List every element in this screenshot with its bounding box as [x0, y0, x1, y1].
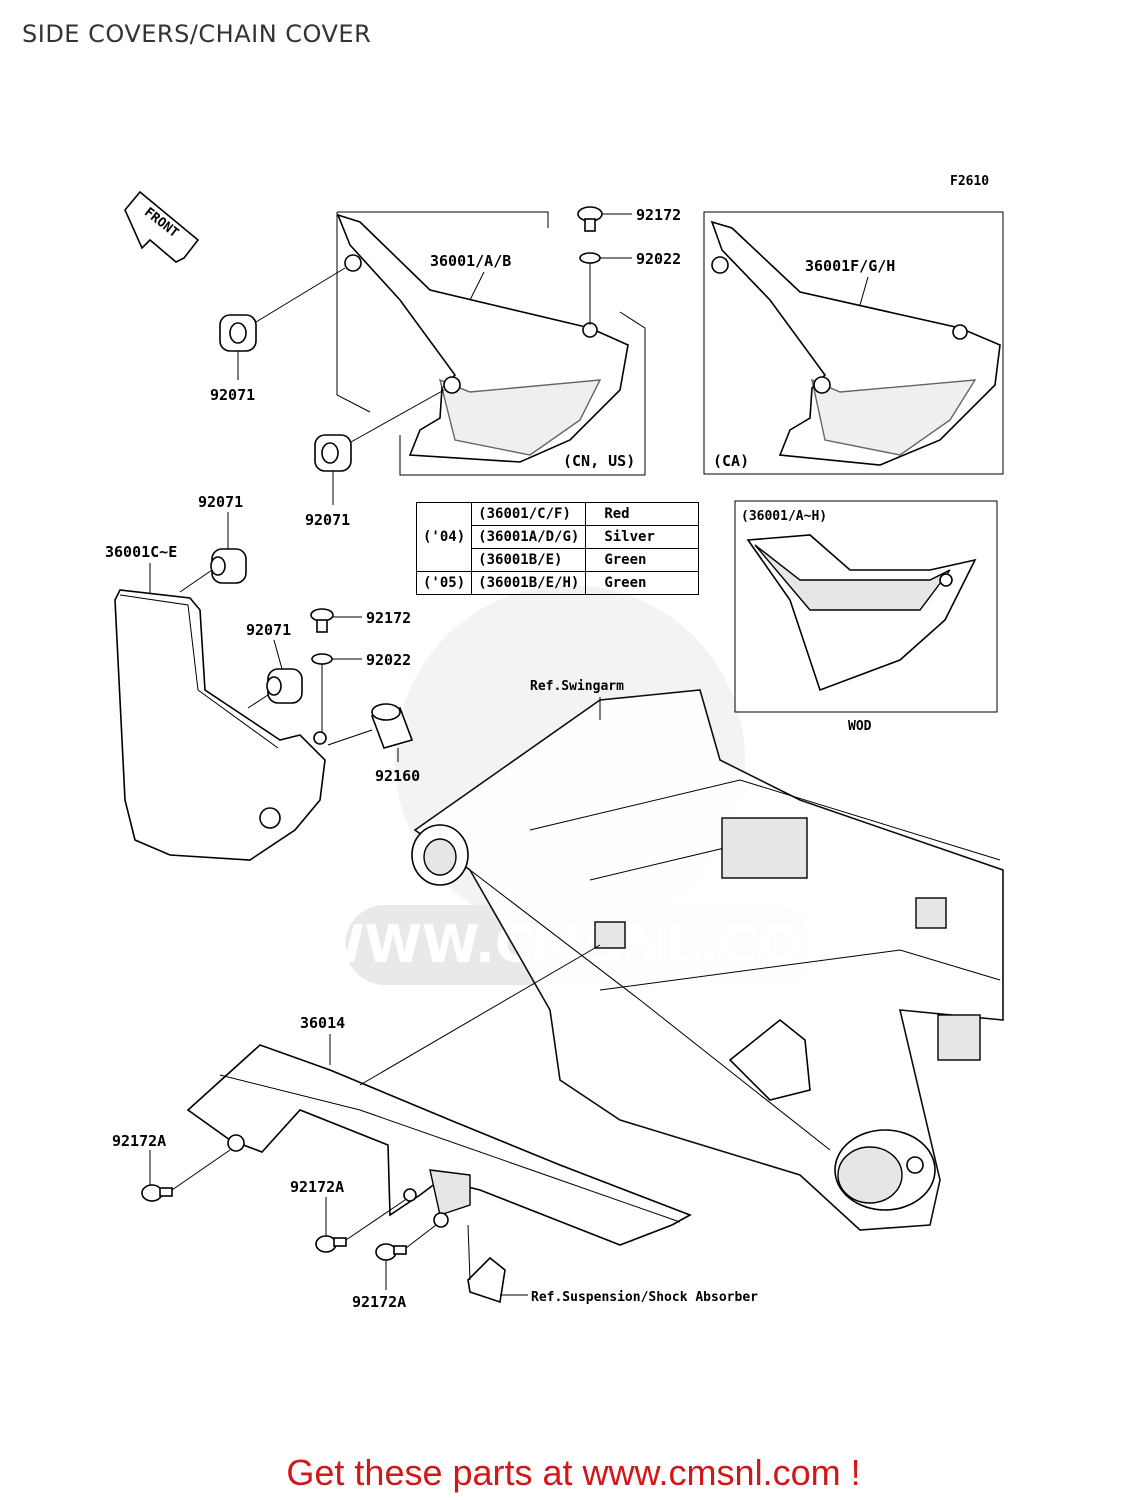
region-ca: (CA)	[713, 452, 749, 470]
side-cover-cn-us: 36001/A/B (CN, US)	[336, 211, 646, 476]
callout-92172-mid: 92172	[366, 609, 411, 627]
callout-92071-d: 92071	[246, 621, 291, 639]
year-05-cell: ('05)	[415, 571, 473, 595]
callout-92022-mid: 92022	[366, 651, 411, 669]
page-title: SIDE COVERS/CHAIN COVER	[22, 20, 372, 48]
chain-cover-36014: 36014	[186, 944, 692, 1246]
callout-92022-top: 92022	[636, 250, 681, 268]
part-cell: (36001B/E)	[471, 548, 587, 572]
screw-92172-top: 92172	[577, 206, 681, 232]
part-cell: (36001A/D/G)	[471, 525, 587, 549]
callout-92071-c: 92071	[198, 493, 243, 511]
bolt-92172a-3: 92172A	[352, 1224, 437, 1311]
grommet-92071-c: 92071	[179, 493, 247, 593]
color-cell: Green	[585, 571, 700, 595]
callout-92071-b: 92071	[305, 511, 350, 529]
figure-code: F2610	[950, 174, 989, 189]
color-cell: Green	[585, 548, 700, 572]
footer-link[interactable]: Get these parts at www.cmsnl.com !	[286, 1452, 861, 1493]
side-cover-ca: 36001F/G/H (CA)	[703, 211, 1004, 475]
table-row: ('05) (36001B/E/H) Green	[415, 571, 700, 595]
table-row: (36001B/E) Green	[417, 548, 700, 572]
washer-92022-top: 92022	[579, 250, 681, 325]
front-arrow-icon: FRONT	[124, 190, 200, 263]
callout-92172a-3: 92172A	[352, 1293, 406, 1311]
year-04-cell: ('04)	[415, 502, 473, 572]
table-row: ('04) (36001/C/F) Red	[415, 502, 700, 572]
color-cell: Silver	[585, 525, 700, 549]
screw-92172-mid: 92172	[310, 608, 411, 633]
side-cover-36001c-e: 36001C~E	[105, 543, 327, 861]
region-cn-us: (CN, US)	[563, 452, 635, 470]
callout-36001c-e: 36001C~E	[105, 543, 177, 561]
ref-swingarm: Ref.Swingarm	[530, 679, 624, 694]
grommet-92071-d: 92071	[246, 621, 303, 709]
swingarm-reference: Ref.Swingarm	[411, 679, 1004, 1231]
wod-box: (36001/A~H) WOD	[734, 500, 998, 734]
callout-36014: 36014	[300, 1014, 345, 1032]
grommet-92071-a: 92071	[210, 267, 346, 404]
callout-92172-top: 92172	[636, 206, 681, 224]
callout-92172a-2: 92172A	[290, 1178, 344, 1196]
bolt-92172a-1: 92172A	[112, 1132, 231, 1202]
callout-92071-a: 92071	[210, 386, 255, 404]
callout-36001-fgh: 36001F/G/H	[805, 257, 895, 275]
callout-92160: 92160	[375, 767, 420, 785]
callout-92172a-1: 92172A	[112, 1132, 166, 1150]
part-cell: (36001/C/F)	[471, 502, 587, 526]
washer-92022-mid: 92022	[311, 651, 411, 732]
color-table: ('04) (36001/C/F) Red (36001A/D/G) Silve…	[415, 502, 700, 595]
collar-92160: 92160	[327, 703, 420, 785]
grommet-92071-b: 92071	[305, 389, 445, 529]
callout-36001-ab: 36001/A/B	[430, 252, 511, 270]
shock-absorber-reference: Ref.Suspension/Shock Absorber	[467, 1224, 758, 1305]
wod-part-label: (36001/A~H)	[741, 509, 827, 524]
bolt-92172a-2: 92172A	[290, 1178, 406, 1253]
ref-shock-absorber: Ref.Suspension/Shock Absorber	[531, 1290, 758, 1305]
color-cell: Red	[585, 502, 700, 526]
part-cell: (36001B/E/H)	[471, 571, 587, 595]
wod-label: WOD	[848, 719, 872, 734]
